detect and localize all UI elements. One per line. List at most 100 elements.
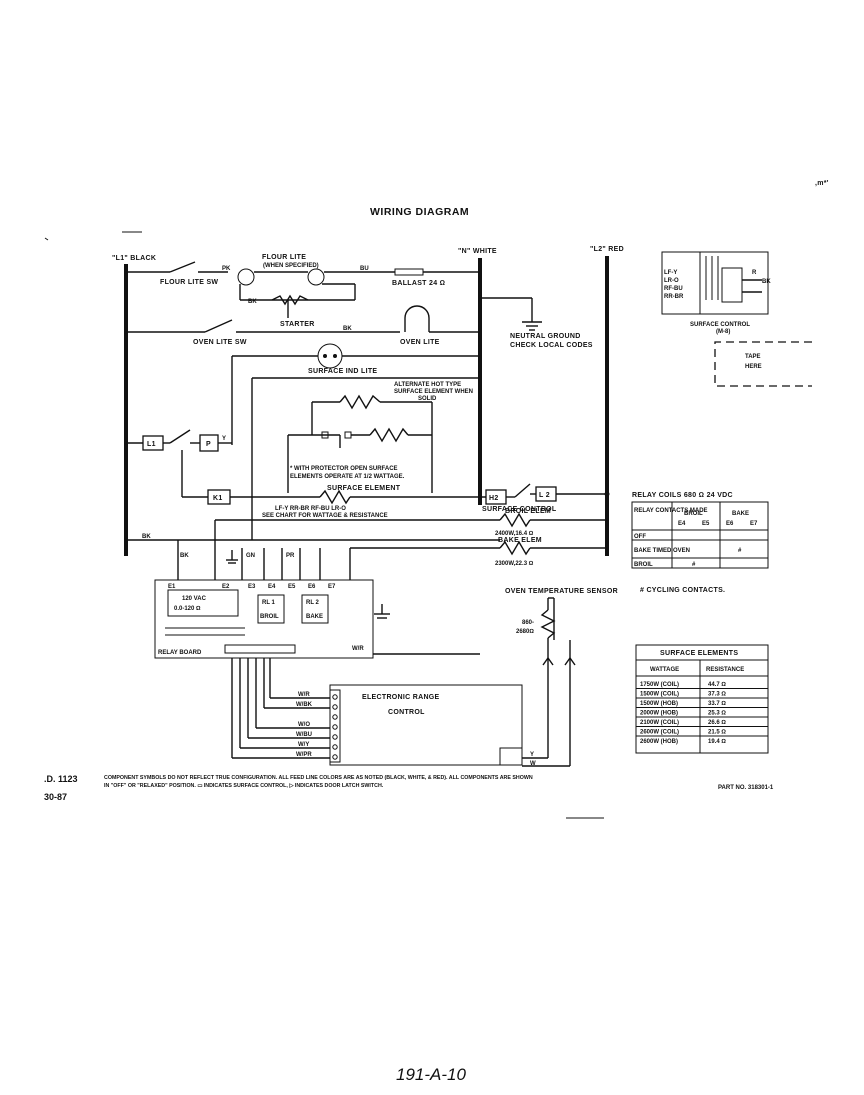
rc-sub-e5: E5 [702,521,710,527]
bus-label-n: "N" WHITE [458,248,497,255]
footer-part-no: PART NO. 318301-1 [718,785,774,791]
diagram-title: WIRING DIAGRAM [370,206,469,218]
se-row-resistance: 21.5 Ω [708,730,726,736]
rc-row-off: OFF [634,534,646,540]
control-harness: W/R W/BK W/O W/BU W/Y W/PR [231,658,330,759]
label-tape-2: HERE [745,364,762,370]
se-row-wattage: 1500W (HOB) [640,701,678,707]
sc-term-rr: RR-BR [664,294,684,300]
label-broil-elem: BROIL ELEM [505,508,551,515]
se-row-wattage: 2600W (COIL) [640,730,679,736]
label-surface-control-m2: (M-8) [716,329,730,335]
label-sensor-2: 2680Ω [516,629,534,635]
relay-drops: BK GN PR [177,540,321,580]
relay-rl1 [257,594,285,624]
label-oven-lite: OVEN LITE [400,339,440,346]
se-row-resistance: 33.7 Ω [708,701,726,707]
label-alternate-3: SOLID [418,396,437,402]
wire-pk: PK [222,266,231,272]
label-rl1: RL 1 [262,600,276,606]
relay-term-e4: E4 [268,584,276,590]
label-erc-1: ELECTRONIC RANGE [362,694,440,701]
neutral-ground: NEUTRAL GROUND CHECK LOCAL CODES [480,297,593,349]
surface-ind-lite-circuit: SURFACE IND LITE [231,343,480,445]
se-title: SURFACE ELEMENTS [660,650,738,657]
alternate-surface-element: ALTERNATE HOT TYPE SURFACE ELEMENT WHEN … [311,382,473,493]
sc-pin-r: R [752,270,757,276]
bus-label-l1: "L1" BLACK [112,255,156,262]
label-check-codes: CHECK LOCAL CODES [510,342,593,349]
wire-w-bk: W/BK [296,702,313,708]
se-row-wattage: 1750W (COIL) [640,682,679,688]
label-vac: 120 VAC [182,596,207,602]
rc-header-broil: BROIL [684,511,703,517]
se-row-resistance: 19.4 Ω [708,739,726,745]
rc-header-bake: BAKE [732,511,749,517]
se-row-wattage: 2000W (HOB) [640,711,678,717]
protected-surface-element: * WITH PROTECTOR OPEN SURFACE ELEMENTS O… [287,427,432,493]
wire-bk-l1: BK [142,534,151,540]
label-surface-element: SURFACE ELEMENT [327,485,401,492]
wire-w-sensor: W [530,761,536,767]
wire-y-p: Y [222,436,226,442]
se-header-resistance: RESISTANCE [706,667,744,673]
wire-w-bu: W/BU [296,732,312,738]
label-tape-1: TAPE [745,354,761,360]
wire-bk-starter: BK [248,299,257,305]
relay-board: E1 E2 E3 E4 E5 E6 E7 120 VAC 0.0-120 Ω R… [154,579,480,659]
label-h2-box: H2 [489,495,499,502]
label-bake-value: 2300W,22.3 Ω [495,561,534,567]
se-row-wattage: 2100W (COIL) [640,720,679,726]
se-row-resistance: 26.6 Ω [708,720,726,726]
broil-bake-elements: BROIL ELEM 2400W,16.4 Ω BAKE ELEM 2300W,… [126,508,607,580]
label-ballast: BALLAST 24 Ω [392,280,445,287]
relay-term-e3: E3 [248,584,256,590]
footer: .D. 1123 30-87 COMPONENT SYMBOLS DO NOT … [44,774,774,819]
wire-gn: GN [246,553,255,559]
label-protector-2: ELEMENTS OPERATE AT 1/2 WATTAGE. [290,474,405,480]
wire-w-pr: W/PR [296,752,312,758]
label-rl2-sub: BAKE [306,614,323,620]
label-rl1-sub: BROIL [260,614,279,620]
wire-w-y: W/Y [298,742,309,748]
label-flour-lite-sw: FLOUR LITE SW [160,279,218,286]
surface-control-m8: LF-Y LR-O RF-BU RR-BR BK R SURFACE CONTR… [661,251,771,335]
label-flour-lite: FLOUR LITE [262,254,306,261]
tape-here: TAPE HERE [714,341,812,387]
label-starter: STARTER [280,321,315,328]
relay-term-e2: E2 [222,584,230,590]
rc-sub-e7: E7 [750,521,758,527]
rc-sub-e6: E6 [726,521,734,527]
label-relay-board: RELAY BOARD [158,650,202,656]
rc-header-col0: RELAY CONTACTS MADE [634,508,708,514]
footer-note-1: COMPONENT SYMBOLS DO NOT REFLECT TRUE CO… [104,775,533,781]
wire-w-r-board: W/R [352,646,364,652]
se-row-wattage: 2600W (HOB) [640,739,678,745]
label-protector-1: * WITH PROTECTOR OPEN SURFACE [290,466,398,472]
relay-term-e5: E5 [288,584,296,590]
label-cycling: # CYCLING CONTACTS. [640,587,725,594]
board-ground [374,604,390,619]
wire-bk-oven: BK [343,326,352,332]
label-alternate-1: ALTERNATE HOT TYPE [394,382,461,388]
label-broil-value: 2400W,16.4 Ω [495,531,534,537]
label-surface-control-m: SURFACE CONTROL [690,322,750,328]
relay-term-e6: E6 [308,584,316,590]
se-row-resistance: 25.3 Ω [708,711,726,717]
footer-left-2: 30-87 [44,792,67,802]
label-surface-control: SURFACE CONTROL [482,506,557,513]
label-surface-ind-lite: SURFACE IND LITE [308,368,377,375]
label-k1-box: K1 [213,495,223,502]
label-oven-lite-sw: OVEN LITE SW [193,339,247,346]
bus-label-l2: "L2" RED [590,246,624,253]
handwritten-mark: 191-A-10 [396,1065,466,1084]
relay-coils-table: RELAY COILS 680 Ω 24 VDC RELAY CONTACTS … [631,492,769,569]
label-alternate-2: SURFACE ELEMENT WHEN [394,389,473,395]
oven-lite-circuit: OVEN LITE SW OVEN LITE BK [126,305,480,346]
oven-temperature-sensor: OVEN TEMPERATURE SENSOR 860- 2680Ω [505,588,618,767]
wire-pr: PR [286,553,295,559]
se-row-resistance: 44.7 Ω [708,682,726,688]
wire-w-r: W/R [298,692,310,698]
surface-elements-table: SURFACE ELEMENTS WATTAGE RESISTANCE 1750… [635,644,769,754]
